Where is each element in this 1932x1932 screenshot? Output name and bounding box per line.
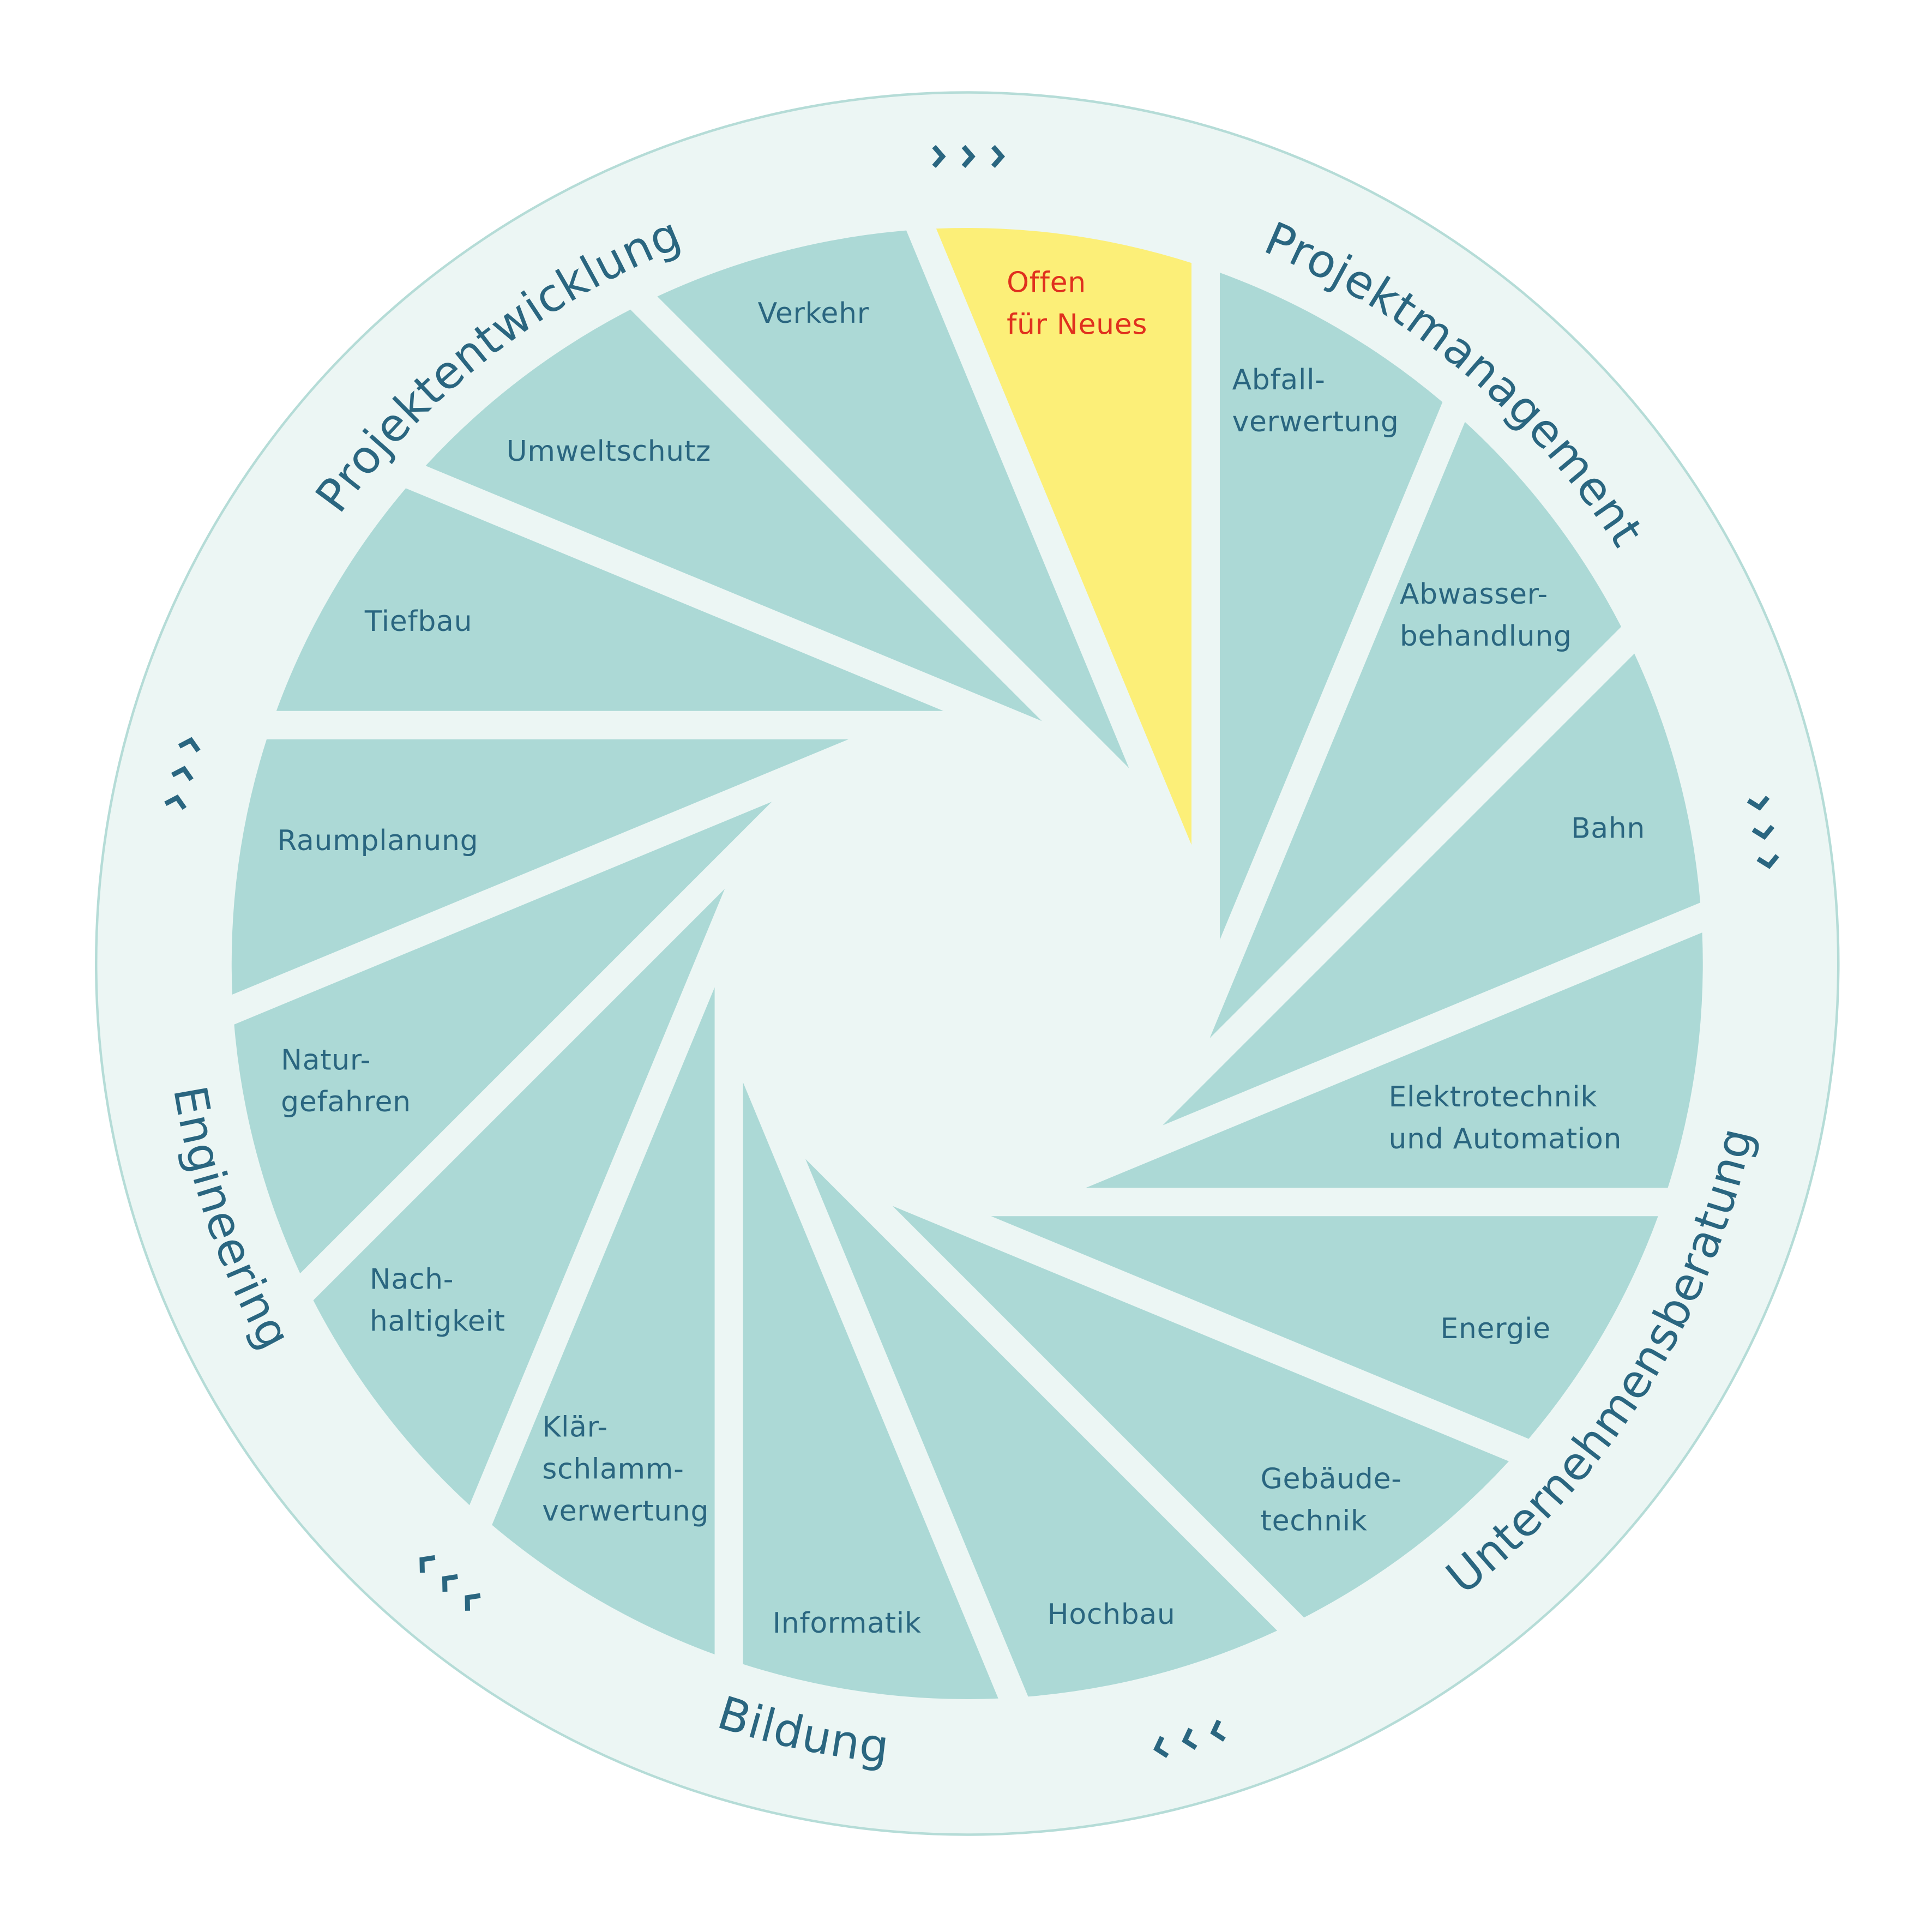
label-line: und Automation (1389, 1123, 1622, 1155)
direction-chevrons (1747, 796, 1779, 869)
blade-label-verkehr[interactable]: Verkehr (758, 297, 869, 330)
chevron-right-icon (419, 1555, 436, 1573)
chevron-right-icon (1756, 854, 1779, 869)
blade[interactable] (657, 230, 1129, 768)
label-line: Bahn (1571, 812, 1645, 845)
chevron-right-icon (932, 145, 946, 168)
chevron-right-icon (178, 737, 201, 753)
blade[interactable] (276, 488, 944, 711)
blade-group (231, 228, 1703, 1699)
chevron-right-icon (465, 1593, 481, 1611)
blade-label-nachhaltigkeit[interactable]: Nach- haltigkeit (370, 1263, 505, 1338)
label-line: verwertung (542, 1495, 709, 1527)
blade[interactable] (492, 987, 715, 1654)
direction-chevrons (1153, 1719, 1226, 1758)
label-line: Hochbau (1048, 1598, 1176, 1631)
label-line: schlamm- (542, 1453, 684, 1485)
chevron-right-icon (171, 766, 194, 781)
label-line: Umweltschutz (507, 435, 711, 468)
direction-markers (164, 145, 1779, 1758)
blade-label-bahn[interactable]: Bahn (1571, 812, 1645, 845)
direction-chevrons (419, 1555, 481, 1611)
chevron-right-icon (1182, 1728, 1197, 1750)
outer-ring (94, 91, 1840, 1836)
label-line: Elektrotechnik (1389, 1081, 1598, 1114)
chevron-right-icon (991, 145, 1006, 168)
blade-label-naturgefahren[interactable]: Natur- gefahren (281, 1044, 411, 1118)
blade-label-hochbau[interactable]: Hochbau (1048, 1598, 1176, 1631)
chevron-right-icon (1752, 824, 1775, 840)
blade[interactable] (1219, 273, 1443, 940)
blade-labels: Offen für Neues Abfall- verwertung Abwas… (277, 267, 1645, 1640)
blade-label-informatik[interactable]: Informatik (773, 1607, 922, 1640)
label-line: Klär- (542, 1411, 608, 1444)
direction-chevrons (164, 737, 201, 810)
label-line: für Neues (1007, 308, 1147, 341)
label-line: Raumplanung (277, 824, 478, 857)
blade-label-elektrotechnik[interactable]: Elektrotechnik und Automation (1389, 1081, 1622, 1155)
blade-label-offen-fuer-neues[interactable]: Offen für Neues (1007, 267, 1147, 341)
blade[interactable] (231, 739, 849, 995)
blade[interactable] (234, 802, 772, 1274)
label-line: Verkehr (758, 297, 869, 330)
blade-label-klaerschlammverwertung[interactable]: Klär- schlamm- verwertung (542, 1411, 709, 1528)
label-line: haltigkeit (370, 1305, 505, 1338)
label-line: verwertung (1232, 406, 1399, 438)
label-line: Abwasser- (1400, 578, 1548, 611)
blade[interactable] (743, 1082, 998, 1699)
blade[interactable] (425, 309, 1042, 721)
blade-label-umweltschutz[interactable]: Umweltschutz (507, 435, 711, 468)
chevron-right-icon (961, 145, 976, 168)
label-line: Gebäude- (1261, 1463, 1402, 1496)
chevron-right-icon (1747, 796, 1770, 811)
blade-label-abfallverwertung[interactable]: Abfall- verwertung (1232, 364, 1399, 438)
blade[interactable] (313, 889, 725, 1506)
blade[interactable] (1163, 653, 1701, 1126)
label-line: Tiefbau (364, 605, 472, 638)
direction-chevrons (932, 145, 1006, 168)
label-line: Offen (1007, 267, 1086, 299)
blade[interactable] (991, 1216, 1658, 1439)
label-line: gefahren (281, 1086, 411, 1118)
blade-highlighted[interactable] (936, 228, 1192, 845)
blade[interactable] (1086, 932, 1703, 1188)
label-line: behandlung (1400, 620, 1572, 653)
blade[interactable] (1209, 422, 1622, 1038)
label-line: Informatik (773, 1607, 922, 1640)
blade[interactable] (805, 1159, 1278, 1697)
blade[interactable] (892, 1206, 1509, 1618)
label-line: Abfall- (1232, 364, 1326, 396)
label-line: technik (1261, 1504, 1368, 1537)
label-line: Natur- (281, 1044, 371, 1076)
label-line: Nach- (370, 1263, 454, 1296)
chevron-right-icon (1153, 1736, 1169, 1758)
blade-label-tiefbau[interactable]: Tiefbau (364, 605, 472, 638)
blade-label-abwasserbehandlung[interactable]: Abwasser- behandlung (1400, 578, 1572, 653)
chevron-right-icon (442, 1574, 458, 1592)
blade-label-energie[interactable]: Energie (1440, 1313, 1550, 1345)
label-line: Energie (1440, 1313, 1550, 1345)
blade-label-raumplanung[interactable]: Raumplanung (277, 824, 478, 857)
chevron-right-icon (1210, 1719, 1226, 1742)
chevron-right-icon (164, 795, 187, 810)
blade-label-gebaeudetechnik[interactable]: Gebäude- technik (1261, 1463, 1411, 1538)
